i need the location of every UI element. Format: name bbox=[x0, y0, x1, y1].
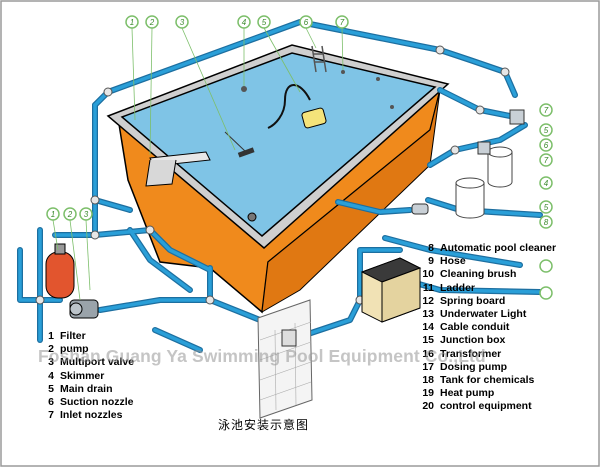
callout-left-1: 1 bbox=[46, 207, 60, 221]
callout-right-8 bbox=[539, 259, 553, 273]
automatic-pool-cleaner bbox=[301, 107, 327, 129]
pool-water bbox=[120, 52, 437, 237]
chemical-tanks bbox=[455, 146, 513, 219]
svg-text:3: 3 bbox=[84, 210, 89, 219]
callout-top-1: 1 bbox=[125, 15, 139, 29]
callout-left-2: 2 bbox=[63, 207, 77, 221]
callout-right-5: 4 bbox=[539, 176, 553, 190]
callout-right-7: 8 bbox=[539, 215, 553, 229]
diagram-caption: 泳池安装示意图 bbox=[218, 418, 310, 432]
svg-text:1: 1 bbox=[51, 210, 55, 219]
svg-text:2: 2 bbox=[67, 210, 73, 219]
callout-top-5: 5 bbox=[257, 15, 271, 29]
callout-top-7: 7 bbox=[335, 15, 349, 29]
svg-text:3: 3 bbox=[180, 18, 185, 27]
heat-pump bbox=[360, 257, 422, 323]
svg-text:6: 6 bbox=[304, 18, 309, 27]
svg-text:7: 7 bbox=[544, 106, 549, 115]
callout-left-3: 3 bbox=[79, 207, 93, 221]
callout-right-1: 7 bbox=[539, 103, 553, 117]
svg-text:6: 6 bbox=[544, 141, 549, 150]
callout-right-3: 6 bbox=[539, 138, 553, 152]
svg-text:5: 5 bbox=[544, 203, 549, 212]
svg-text:5: 5 bbox=[262, 18, 267, 27]
control-equipment bbox=[257, 299, 313, 419]
ladder bbox=[311, 45, 327, 73]
svg-text:1: 1 bbox=[130, 18, 134, 27]
inlet-nozzle-1 bbox=[376, 77, 380, 81]
svg-text:7: 7 bbox=[340, 18, 345, 27]
callout-right-4: 7 bbox=[539, 153, 553, 167]
cleaner-hose bbox=[267, 84, 311, 129]
dosing-pumps bbox=[411, 109, 525, 215]
underwater-light bbox=[247, 212, 257, 222]
callout-right-9 bbox=[539, 286, 553, 300]
cleaning-brush bbox=[237, 147, 255, 158]
company-watermark: Foshan Guang Ya Swimming Pool Equipment … bbox=[38, 346, 486, 366]
callouts-right: 7 5 6 7 4 5 8 bbox=[539, 103, 553, 300]
spring-board-stand bbox=[145, 159, 177, 187]
svg-text:4: 4 bbox=[242, 18, 247, 27]
svg-text:7: 7 bbox=[544, 156, 549, 165]
callout-top-6: 6 bbox=[299, 15, 313, 29]
inlet-nozzle-2 bbox=[390, 105, 394, 109]
filter-tank bbox=[45, 243, 75, 299]
callout-top-4: 4 bbox=[237, 15, 251, 29]
callouts-left: 1 2 3 bbox=[46, 207, 93, 301]
inlet-nozzle-3 bbox=[341, 70, 345, 74]
pump bbox=[69, 299, 99, 319]
svg-text:5: 5 bbox=[544, 126, 549, 135]
callout-top-2: 2 bbox=[145, 15, 159, 29]
svg-text:8: 8 bbox=[544, 218, 549, 227]
callout-top-3: 3 bbox=[175, 15, 189, 29]
callout-right-2: 5 bbox=[539, 123, 553, 137]
main-drain bbox=[241, 86, 247, 92]
svg-text:2: 2 bbox=[149, 18, 155, 27]
callouts-top: 1 2 3 4 5 6 7 bbox=[125, 15, 349, 156]
svg-text:4: 4 bbox=[544, 179, 549, 188]
callout-right-6: 5 bbox=[539, 200, 553, 214]
